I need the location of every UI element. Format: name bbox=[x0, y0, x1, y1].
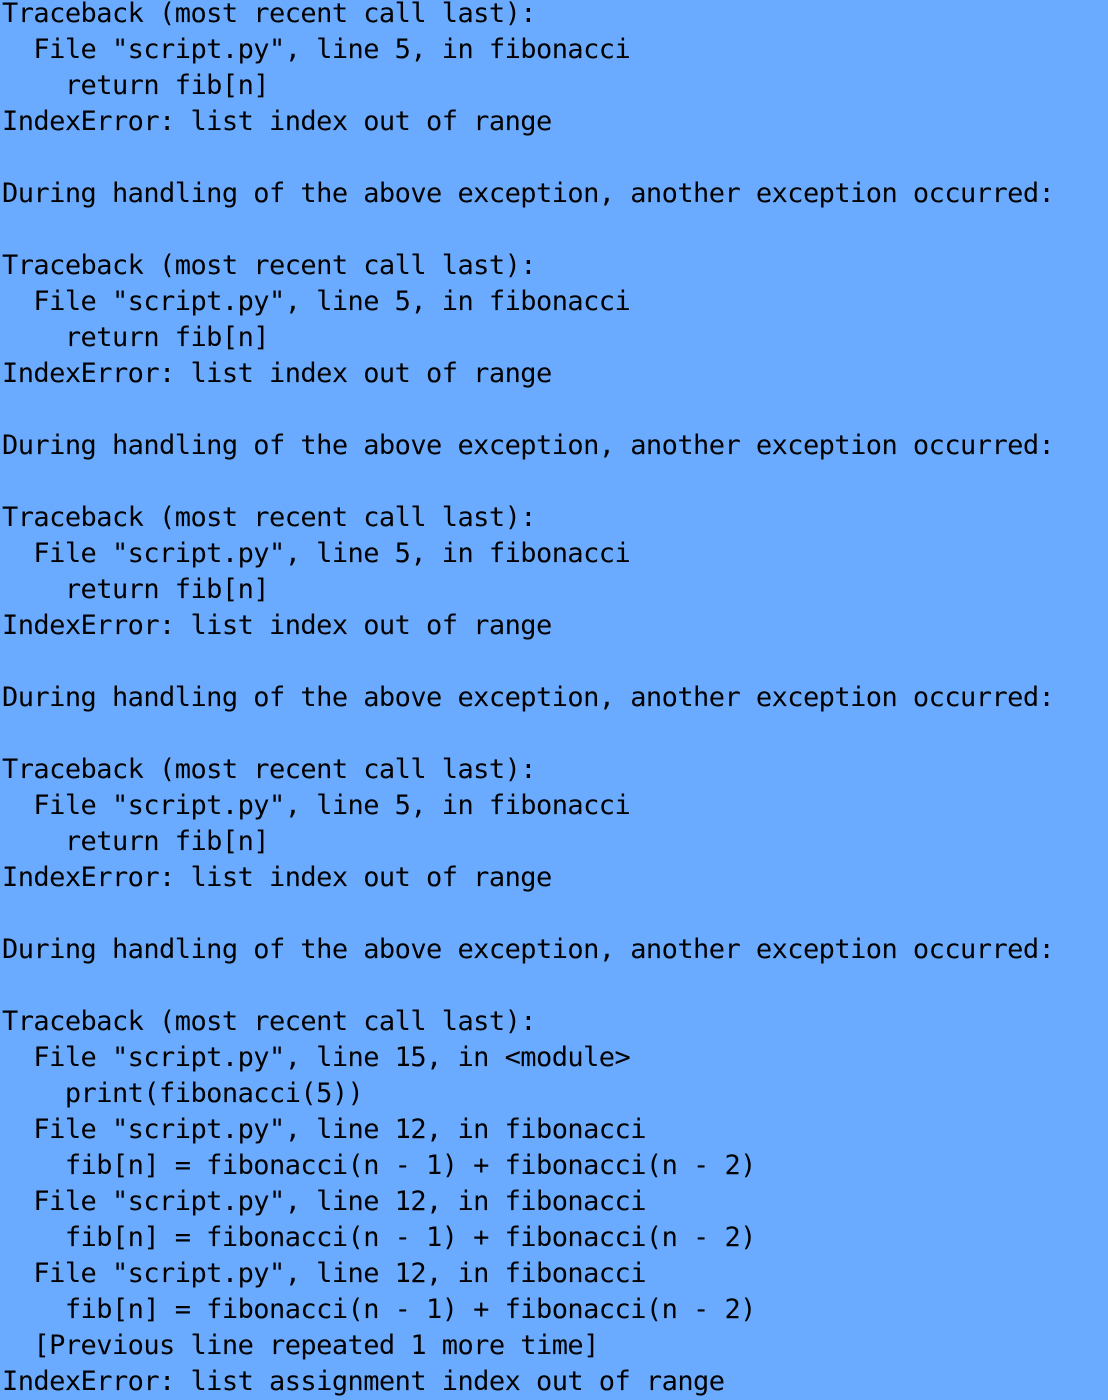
output-line: File "script.py", line 5, in fibonacci bbox=[2, 790, 631, 821]
output-line: return fib[n] bbox=[2, 322, 270, 353]
output-line bbox=[2, 968, 1054, 1004]
output-line: print(fibonacci(5)) bbox=[2, 1078, 364, 1109]
output-line: File "script.py", line 5, in fibonacci bbox=[2, 34, 631, 65]
output-line: Traceback (most recent call last): bbox=[2, 0, 537, 29]
output-line: fib[n] = fibonacci(n - 1) + fibonacci(n … bbox=[2, 1222, 757, 1253]
traceback-output: Traceback (most recent call last): File … bbox=[2, 0, 1055, 1400]
output-line: IndexError: list index out of range bbox=[2, 358, 552, 389]
output-line bbox=[2, 896, 1054, 932]
output-line: IndexError: list index out of range bbox=[2, 862, 552, 893]
output-line: Traceback (most recent call last): bbox=[2, 502, 537, 533]
output-line: During handling of the above exception, … bbox=[2, 682, 1055, 713]
output-line: During handling of the above exception, … bbox=[2, 934, 1055, 965]
output-line: File "script.py", line 12, in fibonacci bbox=[2, 1114, 646, 1145]
output-line: File "script.py", line 12, in fibonacci bbox=[2, 1186, 646, 1217]
output-line: IndexError: list assignment index out of… bbox=[2, 1366, 725, 1397]
output-line: During handling of the above exception, … bbox=[2, 178, 1055, 209]
output-line: During handling of the above exception, … bbox=[2, 430, 1055, 461]
output-line: File "script.py", line 5, in fibonacci bbox=[2, 286, 631, 317]
output-line bbox=[2, 140, 1054, 176]
output-line: fib[n] = fibonacci(n - 1) + fibonacci(n … bbox=[2, 1294, 757, 1325]
output-line: return fib[n] bbox=[2, 70, 270, 101]
output-line: IndexError: list index out of range bbox=[2, 106, 552, 137]
output-line: IndexError: list index out of range bbox=[2, 610, 552, 641]
output-line bbox=[2, 644, 1054, 680]
output-line: File "script.py", line 5, in fibonacci bbox=[2, 538, 631, 569]
output-line: Traceback (most recent call last): bbox=[2, 754, 537, 785]
output-line bbox=[2, 464, 1054, 500]
output-line: return fib[n] bbox=[2, 826, 270, 857]
output-line: fib[n] = fibonacci(n - 1) + fibonacci(n … bbox=[2, 1150, 757, 1181]
output-line: Traceback (most recent call last): bbox=[2, 250, 537, 281]
output-line: [Previous line repeated 1 more time] bbox=[2, 1330, 599, 1361]
output-line: return fib[n] bbox=[2, 574, 270, 605]
output-line bbox=[2, 716, 1054, 752]
output-line: Traceback (most recent call last): bbox=[2, 1006, 537, 1037]
output-line: File "script.py", line 12, in fibonacci bbox=[2, 1258, 646, 1289]
output-line: File "script.py", line 15, in <module> bbox=[2, 1042, 631, 1073]
output-line bbox=[2, 212, 1054, 248]
output-line bbox=[2, 392, 1054, 428]
